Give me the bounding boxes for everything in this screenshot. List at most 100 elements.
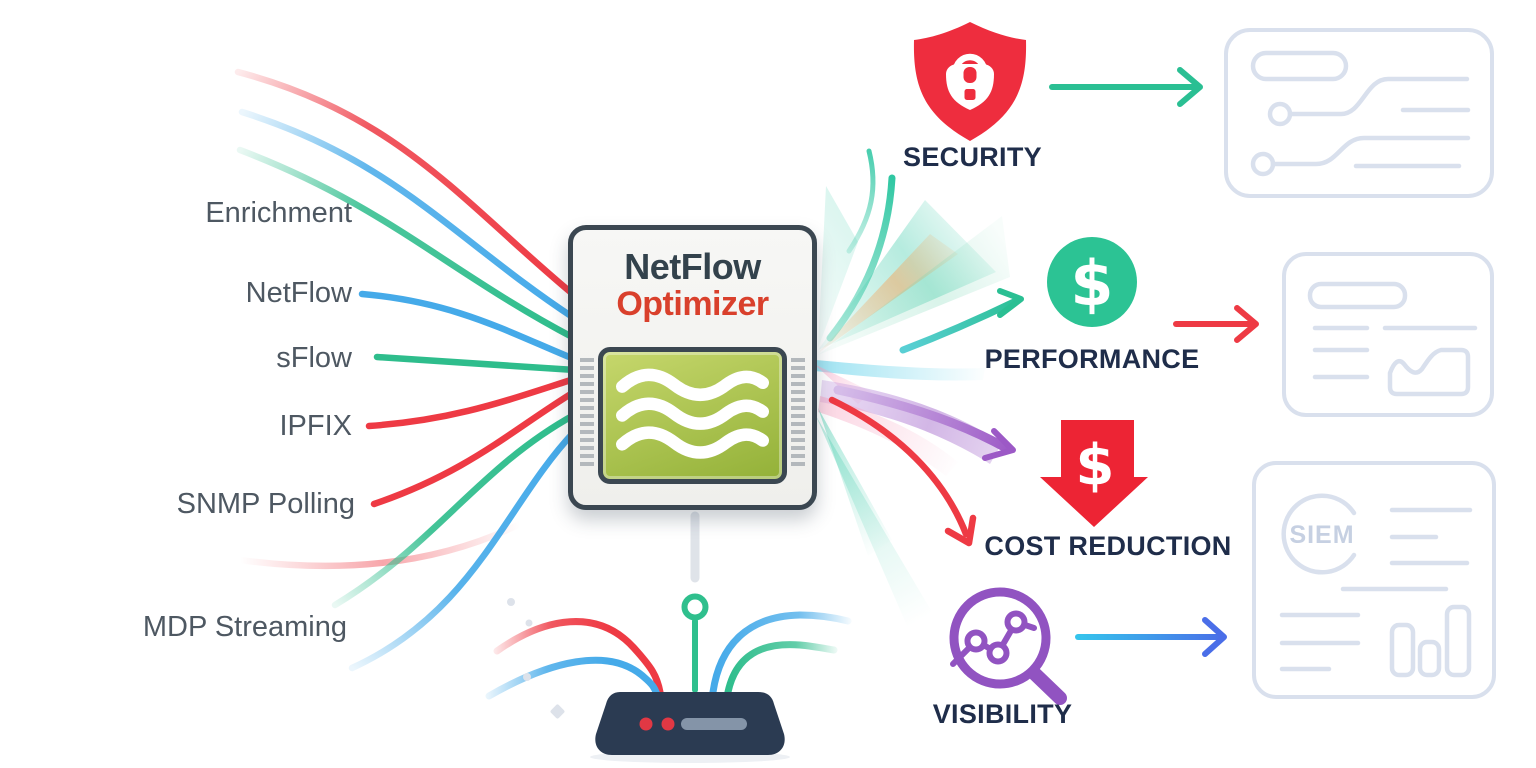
input-label-sflow: sFlow: [276, 342, 352, 374]
speck-diamond: [550, 704, 565, 719]
performance-out-arrow: [1173, 305, 1259, 343]
antenna-tip: [681, 593, 709, 621]
input-label-enrichment: Enrichment: [205, 197, 352, 229]
magnifier-chart-dot-3: [1004, 610, 1028, 634]
output-label-performance: PERFORMANCE: [984, 344, 1200, 374]
input-line-red-faded: [236, 520, 524, 570]
events-card-pill: [1250, 50, 1349, 82]
input-label-snmp-polling: SNMP Polling: [176, 488, 355, 520]
input-line-snmp: [370, 388, 578, 508]
fan-teal-arc: [826, 174, 896, 342]
wave-line-2: [615, 397, 770, 430]
visibility-arrow: [1075, 617, 1227, 657]
fan-wedge-green-big: [818, 216, 1010, 355]
cable-blue-right: [709, 611, 852, 696]
siem-bar-3: [1444, 604, 1472, 678]
cost-red-arrow-head: [944, 514, 977, 547]
dollar-circle: [1047, 237, 1137, 327]
siem-bar-1: [1389, 622, 1416, 678]
events-card-trace-1: [1287, 76, 1470, 117]
dollar-circle-icon: $: [1047, 237, 1137, 327]
dollar-circle-glyph: $: [1070, 247, 1113, 320]
water-waves-icon: [615, 368, 770, 459]
fan-band-cyan: [815, 360, 985, 381]
magnifier-chart-icon: [949, 587, 1067, 705]
events-card-trace-2: [1270, 135, 1471, 167]
performance-in-arrow-shaft: [899, 297, 1020, 354]
chip-pins-left: [580, 358, 594, 470]
security-arrow-head: [1177, 67, 1203, 107]
input-label-ipfix: IPFIX: [279, 410, 352, 442]
magnifier-handle: [1028, 667, 1067, 705]
input-line-blue-top: [238, 108, 578, 322]
fan-ribbon-purple: [820, 380, 1002, 464]
input-line-netflow: [358, 290, 578, 363]
report-card: [1282, 252, 1494, 417]
input-line-sflow: [373, 353, 579, 374]
optimizer-title: NetFlow Optimizer: [573, 246, 812, 324]
performance-in-arrow: [899, 288, 1024, 354]
cost-red-arrow-shaft: [828, 396, 970, 538]
wave-line-3: [615, 426, 770, 459]
events-card-node-2: [1250, 151, 1276, 177]
fan-teal-thin-line: [846, 148, 876, 254]
cost-purple-arrow-shaft: [833, 385, 1011, 453]
report-card-pill: [1307, 281, 1408, 310]
events-card: [1224, 28, 1494, 198]
magnifier-chart-dot-1: [964, 629, 988, 653]
output-label-visibility: VISIBILITY: [932, 699, 1073, 729]
cable-blue-left: [485, 656, 661, 700]
speck-dot-1: [507, 598, 515, 606]
fan-wedge-teal-down2: [816, 416, 932, 628]
optimizer-title-line1: NetFlow: [624, 246, 761, 287]
events-card-node-1: [1267, 101, 1293, 127]
input-line-green-top: [236, 146, 578, 342]
siem-label: SIEM: [1289, 521, 1354, 549]
report-card-frame: [1282, 252, 1494, 417]
input-flow-lines: [234, 68, 579, 672]
lock-body: [946, 64, 994, 110]
cost-purple-arrow: [833, 385, 1016, 461]
device-led-2: [661, 717, 675, 731]
input-label-mdp-streaming: MDP Streaming: [142, 611, 347, 643]
lock-keyhole-top: [963, 67, 977, 83]
magnifier-lens: [949, 587, 1051, 689]
input-line-green-bottom: [331, 411, 578, 609]
siem-circle: [1281, 493, 1357, 575]
decorative-specks: [507, 598, 565, 719]
cable-red-left: [493, 618, 664, 696]
optimizer-title-line2: Optimizer: [616, 285, 769, 324]
security-arrow: [1049, 67, 1203, 107]
fan-wedge-orange: [818, 234, 958, 353]
device-slot: [681, 718, 747, 730]
cost-down-arrow-shape: [1040, 420, 1148, 527]
network-device-scene: [485, 511, 852, 763]
performance-out-arrow-head: [1234, 305, 1259, 343]
dollar-down-arrow-icon: $: [1040, 420, 1148, 527]
cost-red-arrow: [828, 396, 977, 547]
wave-line-1: [615, 368, 770, 402]
input-label-netflow: NetFlow: [245, 277, 352, 309]
speck-dot-2: [525, 619, 533, 627]
device-led-1: [639, 717, 653, 731]
shield-lock-icon: [913, 22, 1027, 141]
speck-dot-3: [523, 673, 531, 681]
fan-wedge-teal-small: [818, 186, 858, 348]
report-card-wave-chart: [1387, 347, 1471, 397]
magnifier-chart-dot-2: [986, 641, 1010, 665]
performance-in-arrow-head: [997, 288, 1024, 318]
cost-dollar-glyph: $: [1076, 433, 1115, 498]
events-card-frame: [1224, 28, 1494, 198]
siem-card: SIEM: [1252, 461, 1496, 699]
optimizer-box: NetFlow Optimizer: [568, 225, 817, 510]
input-line-blue-bottom: [348, 428, 578, 672]
chip-pins-right: [791, 358, 805, 470]
cost-purple-arrow-head: [982, 428, 1016, 461]
output-label-cost-reduction: COST REDUCTION: [984, 531, 1232, 561]
siem-bar-2: [1417, 639, 1442, 678]
visibility-arrow-head: [1202, 617, 1227, 657]
output-label-security: SECURITY: [903, 142, 1042, 172]
input-line-ipfix: [365, 375, 578, 430]
